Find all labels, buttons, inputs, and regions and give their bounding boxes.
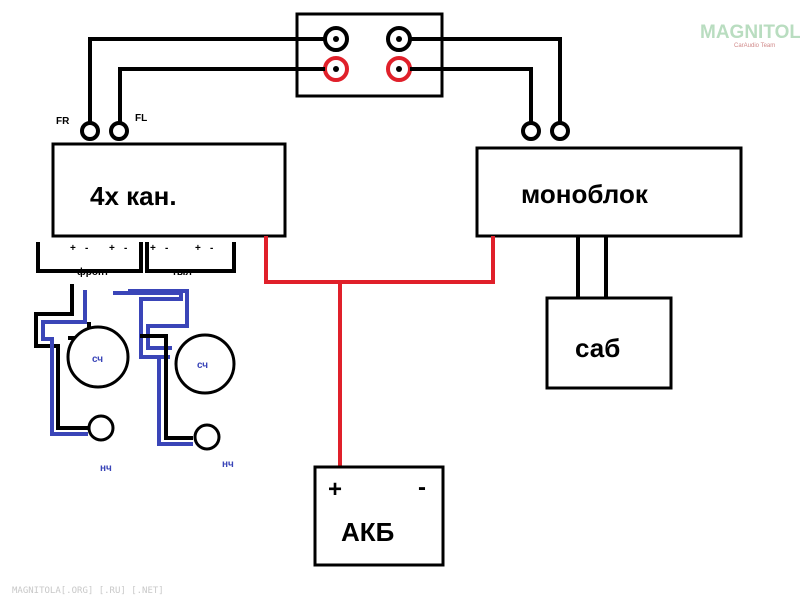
svg-text:+: + (150, 243, 156, 254)
svg-text:-: - (210, 243, 213, 254)
mid-speaker-right-label: сч (197, 360, 208, 371)
sub-label: саб (575, 333, 620, 363)
mid-speaker-left (66, 325, 130, 389)
monoblock-label: моноблок (521, 179, 649, 209)
speaker-output-polarity: + - + - + - + - (70, 243, 213, 254)
speaker-output-brackets (36, 242, 236, 273)
battery-label: АКБ (341, 517, 394, 547)
svg-text:+: + (109, 243, 115, 254)
sub-wires (576, 236, 608, 298)
terminal-fl-label: FL (135, 113, 147, 124)
magnitola-logo: MAGNITOLA (700, 22, 800, 43)
monoblock-rca-inputs (521, 121, 570, 141)
mid-speaker-left-label: сч (92, 354, 103, 365)
battery-box (313, 465, 445, 567)
amp4ch-box (51, 142, 287, 238)
footer-watermark: MAGNITOLA[.ORG] [.RU] [.NET] (12, 586, 164, 596)
svg-text:-: - (85, 243, 88, 254)
monoblock-box (475, 146, 743, 238)
sub-box (545, 296, 673, 390)
battery-minus: - (418, 474, 426, 501)
power-wiring (264, 236, 495, 467)
battery-plus: + (328, 476, 342, 503)
rca-cables (88, 37, 562, 122)
mid-speaker-right (174, 333, 236, 395)
magnitola-tagline: CarAudio Team (734, 43, 775, 49)
amp4ch-label: 4х кан. (90, 181, 177, 211)
svg-text:+: + (195, 243, 201, 254)
terminal-fr-label: FR (56, 116, 70, 127)
front-group-label: фронт (77, 266, 109, 278)
svg-text:-: - (165, 243, 168, 254)
svg-text:-: - (124, 243, 127, 254)
head-unit-box (295, 12, 444, 98)
woofer-right (193, 423, 221, 451)
woofer-right-label: нч (222, 459, 234, 470)
amp4ch-rca-inputs (80, 121, 129, 141)
rear-group-label: тыл (172, 267, 192, 278)
right-speaker-wiring (113, 289, 193, 446)
woofer-left-label: нч (100, 463, 112, 474)
svg-text:+: + (70, 243, 76, 254)
woofer-left (87, 414, 115, 442)
